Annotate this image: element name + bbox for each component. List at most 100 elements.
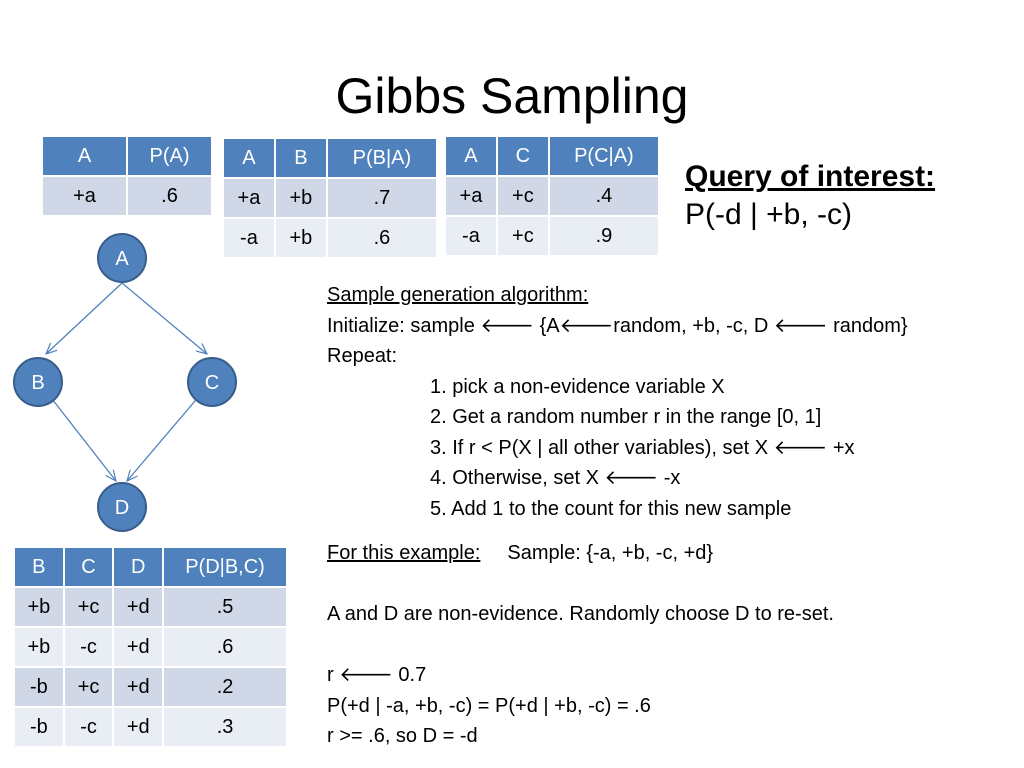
table-p-b-given-a: A B P(B|A) +a +b .7 -a +b .6 (222, 137, 438, 259)
query-heading: Query of interest: (685, 160, 936, 193)
node-d-label: D (115, 497, 129, 519)
left-arrow-icon: 🡐 (480, 314, 535, 337)
table-cell: +a (224, 179, 274, 217)
table-header: P(B|A) (327, 139, 436, 177)
node-c: C (187, 357, 237, 407)
algorithm-block: Sample generation algorithm: Initialize:… (327, 280, 908, 524)
table-cell: +d (114, 668, 163, 706)
table-header: C (497, 137, 548, 175)
step-3-prefix: 3. If r < P(X | all other variables), se… (430, 436, 774, 459)
table-row: +a +b .7 (224, 179, 436, 217)
node-b-label: B (31, 372, 44, 394)
bayes-net-diagram: A B C D (13, 233, 237, 532)
example-sample-line: For this example: Sample: {-a, +b, -c, +d… (327, 538, 834, 569)
edge-a-c (121, 282, 207, 354)
table-cell: .7 (327, 179, 436, 217)
table-cell: +b (275, 219, 326, 257)
table-header: B (275, 139, 326, 177)
table-row: +b +c +d .5 (15, 588, 286, 626)
edge-a-b (46, 282, 123, 354)
table-row: -a +b .6 (224, 219, 436, 257)
table-p-d-given-b-c: B C D P(D|B,C) +b +c +d .5 +b -c +d .6 -… (13, 546, 288, 748)
table-header: C (64, 548, 113, 586)
query-expression: P(-d | +b, -c) (685, 198, 852, 231)
node-d: D (97, 482, 147, 532)
table-cell: +c (64, 668, 113, 706)
example-nonevidence-line: A and D are non-evidence. Randomly choos… (327, 603, 834, 625)
table-header: A (224, 139, 274, 177)
table-p-c-given-a: A C P(C|A) +a +c .4 -a +c .9 (444, 135, 660, 257)
repeat-line: Repeat: (327, 345, 398, 367)
initialize-line: Initialize: sample 🡐 {A🡐random, +b, -c, … (327, 311, 908, 342)
table-cell: +d (114, 588, 163, 626)
example-block: For this example: Sample: {-a, +b, -c, +d… (327, 538, 834, 752)
table-row: +a .6 (43, 177, 211, 215)
table-cell: .6 (164, 628, 286, 666)
table-header: A (43, 137, 126, 175)
query-block: Query of interest: P(-d | +b, -c) (685, 158, 935, 234)
table-row: -b -c +d .3 (15, 708, 286, 746)
table-cell: +b (15, 628, 63, 666)
step-3: 3. If r < P(X | all other variables), se… (327, 433, 908, 464)
table-cell: -a (446, 217, 496, 255)
table-cell: .2 (164, 668, 286, 706)
init-mid-b: random, +b, -c, D (613, 314, 774, 337)
left-arrow-icon: 🡐 (559, 314, 614, 337)
table-cell: -c (64, 708, 113, 746)
table-cell: .9 (549, 217, 658, 255)
table-row: +a +c .4 (446, 177, 658, 215)
node-b: B (13, 357, 63, 407)
step-1: 1. pick a non-evidence variable X (430, 375, 725, 398)
table-row: -b +c +d .2 (15, 668, 286, 706)
table-cell: +c (497, 177, 548, 215)
table-cell: +d (114, 628, 163, 666)
table-cell: +b (15, 588, 63, 626)
step-5: 5. Add 1 to the count for this new sampl… (430, 497, 792, 520)
table-cell: +d (114, 708, 163, 746)
table-row: -a +c .9 (446, 217, 658, 255)
step-4-prefix: 4. Otherwise, set X (430, 467, 605, 489)
table-cell: -a (224, 219, 274, 257)
node-a-label: A (115, 248, 129, 270)
table-cell: .4 (549, 177, 658, 215)
init-mid-a: {A (534, 314, 560, 337)
table-header: B (15, 548, 63, 586)
r-suffix: 0.7 (392, 664, 427, 686)
table-cell: .5 (164, 588, 286, 626)
example-sample: Sample: {-a, +b, -c, +d} (507, 542, 714, 564)
left-arrow-icon: 🡐 (604, 467, 659, 489)
slide-title: Gibbs Sampling (335, 68, 689, 124)
left-arrow-icon: 🡐 (773, 436, 828, 459)
table-header: P(C|A) (549, 137, 658, 175)
table-header: P(A) (128, 137, 211, 175)
table-cell: -c (64, 628, 113, 666)
table-cell: +c (64, 588, 113, 626)
table-cell: +a (446, 177, 496, 215)
table-cell: +a (43, 177, 126, 215)
node-c-label: C (205, 372, 219, 394)
table-cell: +c (497, 217, 548, 255)
example-result-line: r >= .6, so D = -d (327, 725, 478, 747)
table-p-a: A P(A) +a .6 (41, 135, 213, 217)
table-cell: .3 (164, 708, 286, 746)
step-4-suffix: -x (658, 467, 681, 489)
init-prefix: Initialize: sample (327, 314, 481, 337)
table-header: A (446, 137, 496, 175)
example-calc-line: P(+d | -a, +b, -c) = P(+d | +b, -c) = .6 (327, 694, 651, 717)
r-prefix: r (327, 664, 340, 686)
left-arrow-icon: 🡐 (339, 664, 393, 686)
algorithm-heading: Sample generation algorithm: (327, 284, 589, 306)
table-cell: -b (15, 668, 63, 706)
table-row: +b -c +d .6 (15, 628, 286, 666)
table-cell: -b (15, 708, 63, 746)
step-2: 2. Get a random number r in the range [0… (430, 406, 822, 428)
example-label: For this example: (327, 542, 481, 564)
node-a: A (97, 233, 147, 283)
step-3-suffix: +x (827, 436, 855, 459)
table-cell: .6 (128, 177, 211, 215)
init-end: random} (827, 314, 908, 337)
table-cell: .6 (327, 219, 436, 257)
left-arrow-icon: 🡐 (773, 314, 828, 337)
table-cell: +b (275, 179, 326, 217)
table-header: D (114, 548, 163, 586)
